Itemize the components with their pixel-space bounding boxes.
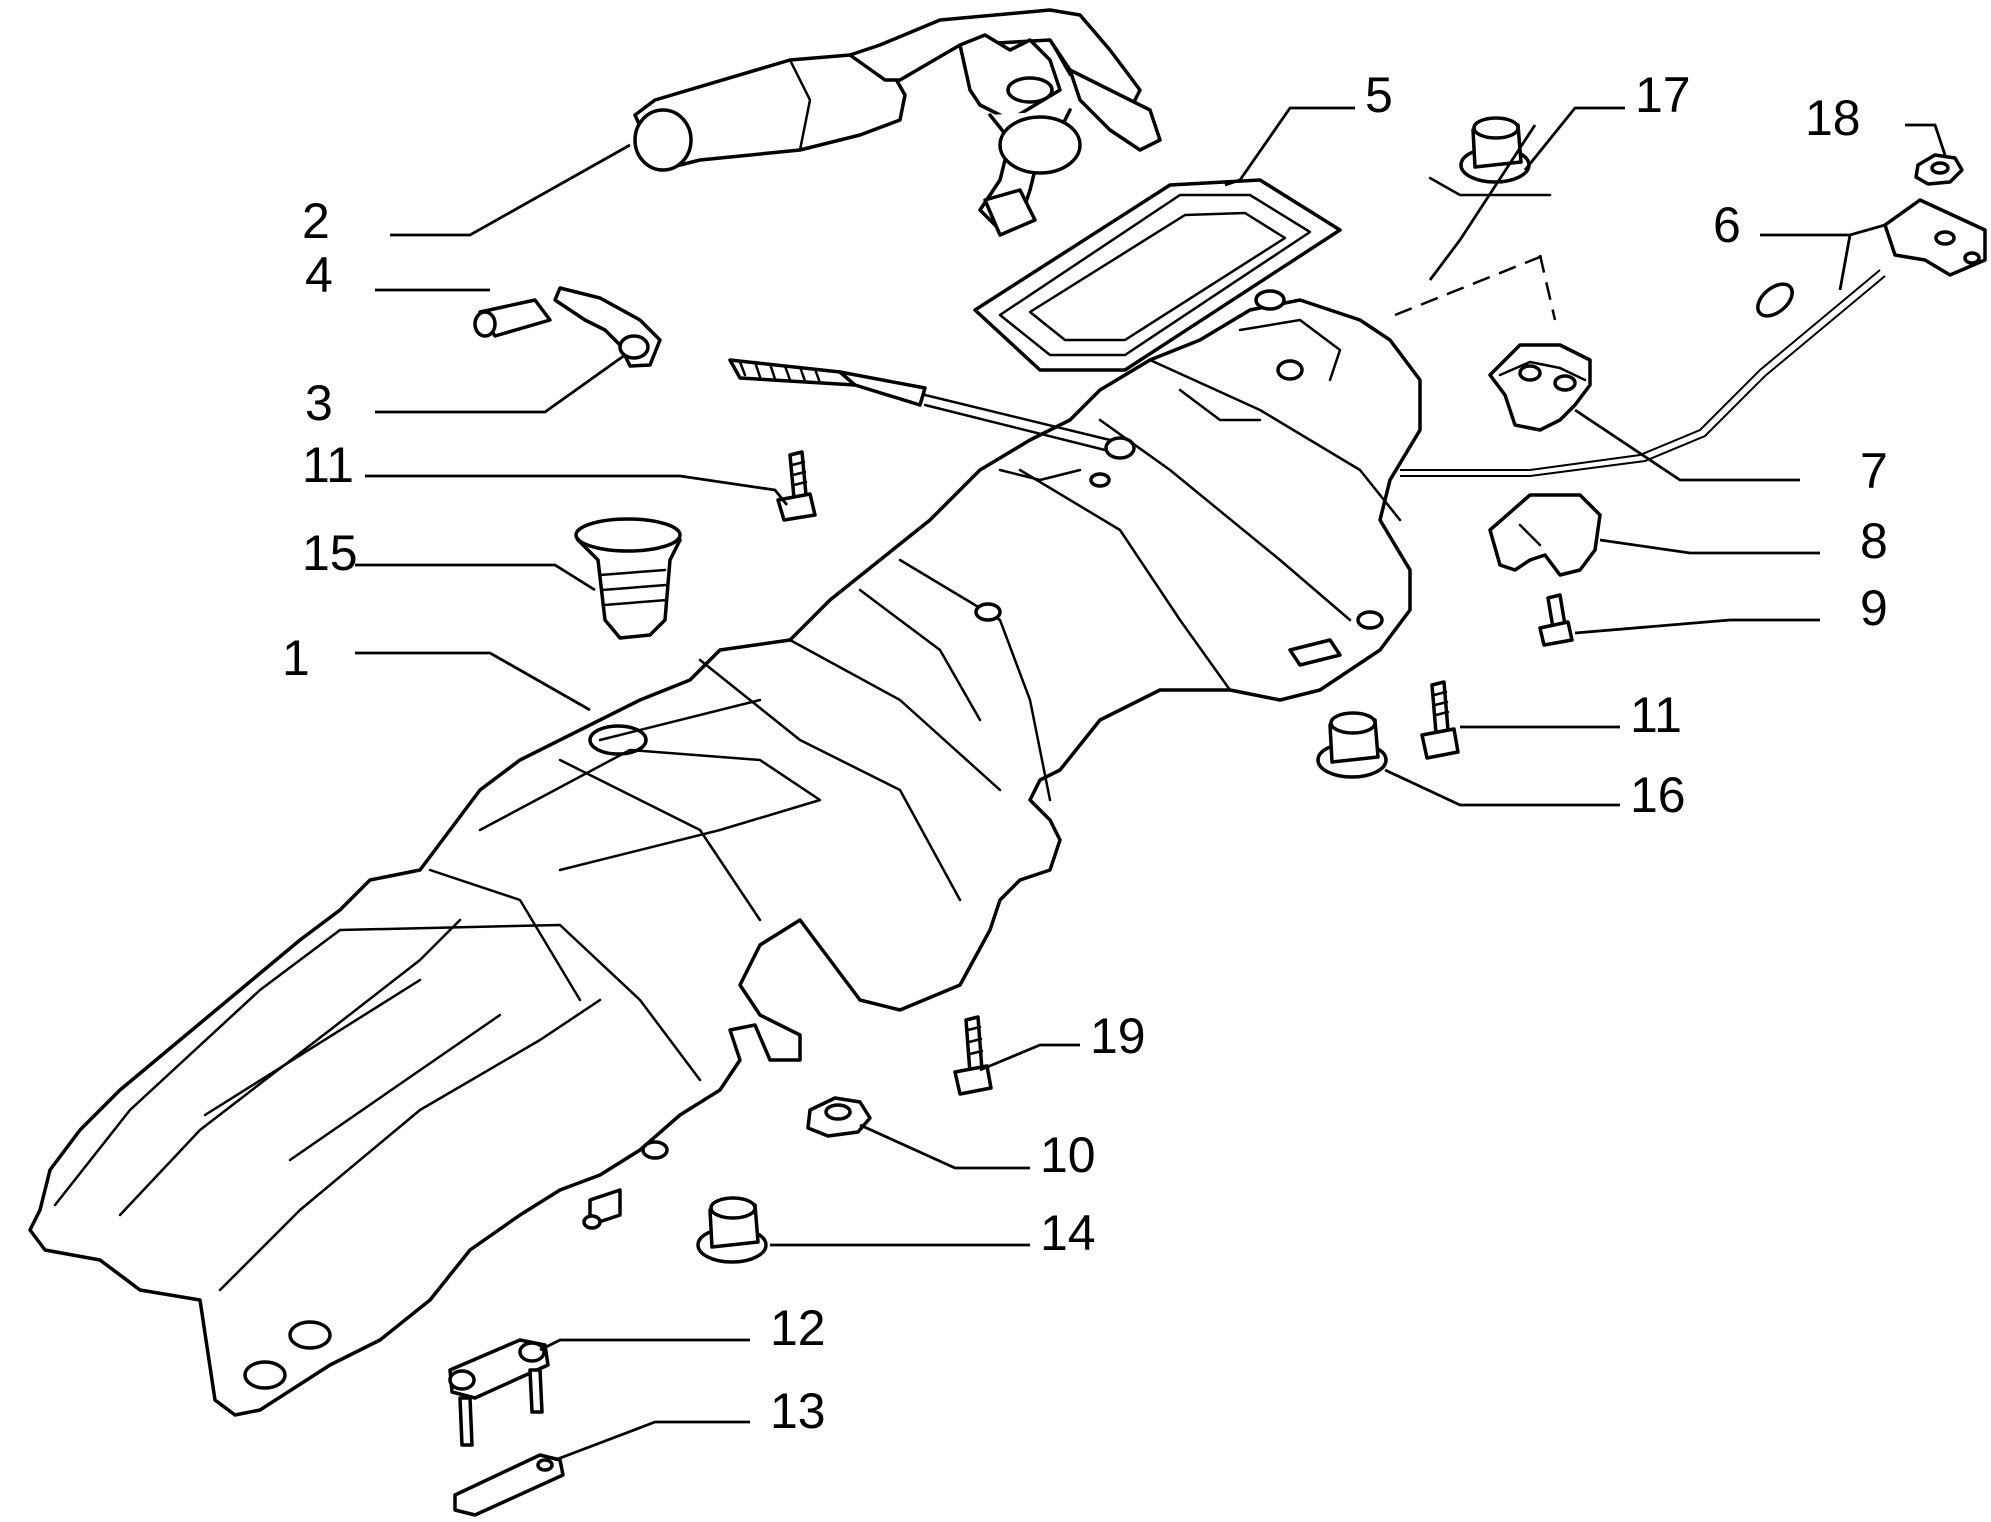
- clip-part-8: [1488, 493, 1602, 577]
- callout-17: 17: [1635, 67, 1691, 123]
- cable-rod: [728, 358, 1136, 460]
- screw-part-9: [1538, 593, 1574, 647]
- plate-part-13: [453, 1453, 565, 1517]
- stud-plate-part-12: [448, 1338, 550, 1447]
- bolt-part-11b: [1420, 680, 1460, 760]
- callout-13: 13: [770, 1383, 826, 1439]
- clip-part-3: [553, 286, 662, 368]
- leader-lines: [355, 106, 1947, 1462]
- callout-16: 16: [1630, 767, 1686, 823]
- bolt-part-11a: [776, 450, 817, 522]
- callout-9: 9: [1860, 580, 1888, 636]
- callout-15: 15: [302, 525, 358, 581]
- heat-shield-part-1: [28, 289, 1422, 1417]
- nut-part-10: [806, 1096, 872, 1138]
- pin-part-4: [473, 298, 552, 338]
- plug-part-16: [1316, 711, 1388, 779]
- callout-18: 18: [1805, 90, 1861, 146]
- callout-6: 6: [1713, 197, 1741, 253]
- callout-3: 3: [305, 375, 333, 431]
- bolt-part-19: [953, 1015, 993, 1096]
- bump-stop-part-15: [574, 517, 682, 640]
- nut-part-18: [1914, 153, 1964, 186]
- callout-2: 2: [302, 193, 330, 249]
- callout-8: 8: [1860, 513, 1888, 569]
- callout-5: 5: [1365, 67, 1393, 123]
- callout-10: 10: [1040, 1127, 1096, 1183]
- assembly-guide-lines: [1394, 176, 1557, 321]
- plug-part-17: [1459, 116, 1531, 184]
- callout-14: 14: [1040, 1205, 1096, 1261]
- callout-12: 12: [770, 1300, 826, 1356]
- handbrake-lever-part-2: [633, 8, 1162, 237]
- callout-11-right: 11: [1630, 687, 1682, 743]
- callout-7: 7: [1860, 443, 1888, 499]
- callout-labels: 1 2 3 4 5 6 7 8 9 10 11 11 12 13 14 15 1…: [282, 67, 1888, 1439]
- callout-19: 19: [1090, 1008, 1146, 1064]
- boot-gasket-part-5: [973, 178, 1342, 372]
- callout-1: 1: [282, 630, 310, 686]
- callout-11-top: 11: [302, 437, 354, 493]
- cable-part-6: [1400, 198, 1987, 477]
- callout-4: 4: [305, 247, 333, 303]
- bracket-part-7: [1488, 343, 1592, 432]
- plug-part-14: [696, 1196, 768, 1264]
